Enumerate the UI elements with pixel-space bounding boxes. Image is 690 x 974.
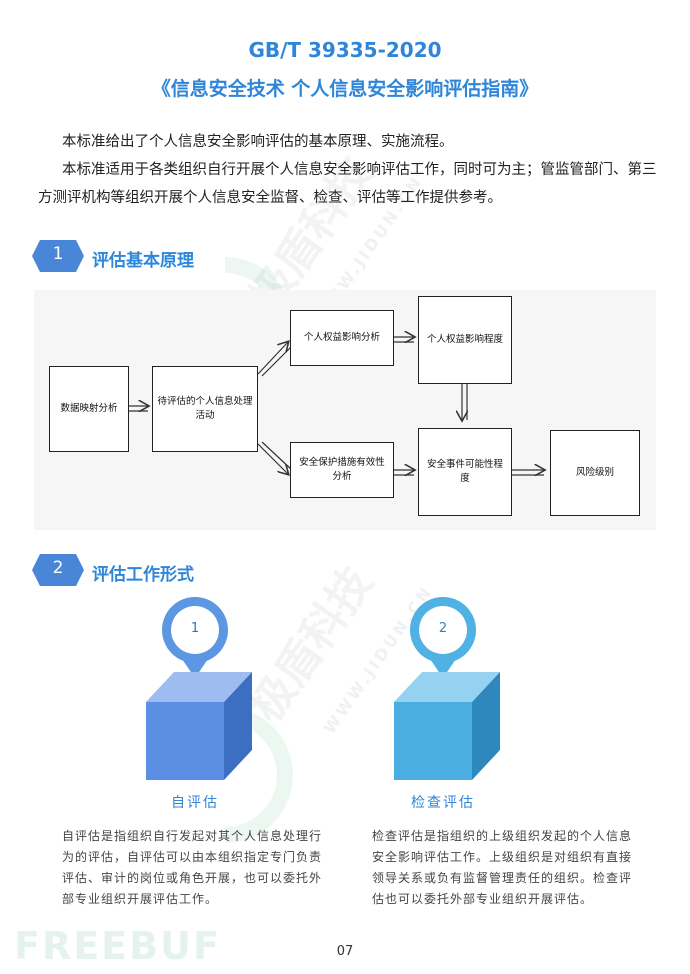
section-2-title: 评估工作形式 [92,565,194,585]
intro-paragraph-2: 本标准适用于各类组织自行开展个人信息安全影响评估工作，同时可为主；管监管部门、第… [38,162,657,206]
self-assessment-description: 自评估是指组织自行发起对其个人信息处理行为的评估，自评估可以由本组织指定专门负责… [62,829,323,906]
node-incident-likelihood: 安全事件可能性程度 [418,428,512,516]
standard-number: GB/T 39335-2020 [248,38,442,62]
section-1-title: 评估基本原理 [92,251,194,271]
section-2-number: 2 [52,558,64,578]
node-risk-level: 风险级别 [550,430,640,516]
node-protection-analysis: 安全保护措施有效性分析 [290,442,394,498]
page-number: 07 [336,944,354,959]
freebuf-watermark: FREEBUF [14,924,221,968]
diagram-arrows [129,290,656,530]
inspection-assessment-description: 检查评估是指组织的上级组织发起的个人信息安全影响评估工作。上级组织是对组织有直接… [372,829,633,906]
intro-paragraph-1: 本标准给出了个人信息安全影响评估的基本原理、实施流程。 [62,134,454,150]
node-data-mapping: 数据映射分析 [49,366,129,452]
document-title: 《信息安全技术 个人信息安全影响评估指南》 [151,78,539,100]
section-1-number: 1 [52,244,64,264]
self-assessment-caption: 自评估 [171,795,219,811]
self-assessment-badge-number: 1 [190,621,200,636]
principle-diagram: 数据映射分析 待评估的个人信息处理活动 个人权益影响分析 个人权益影响程度 安全… [34,290,656,530]
node-rights-degree: 个人权益影响程度 [418,296,512,384]
inspection-assessment-badge-number: 2 [438,621,448,636]
section-2-badge-icon [32,554,84,586]
inspection-assessment-caption: 检查评估 [411,795,475,811]
node-rights-analysis: 个人权益影响分析 [290,310,394,366]
section-1-badge-icon [32,240,84,272]
inspection-assessment-cube-icon [394,597,500,780]
node-processing-activity: 待评估的个人信息处理活动 [152,366,258,452]
self-assessment-cube-icon [146,597,252,780]
